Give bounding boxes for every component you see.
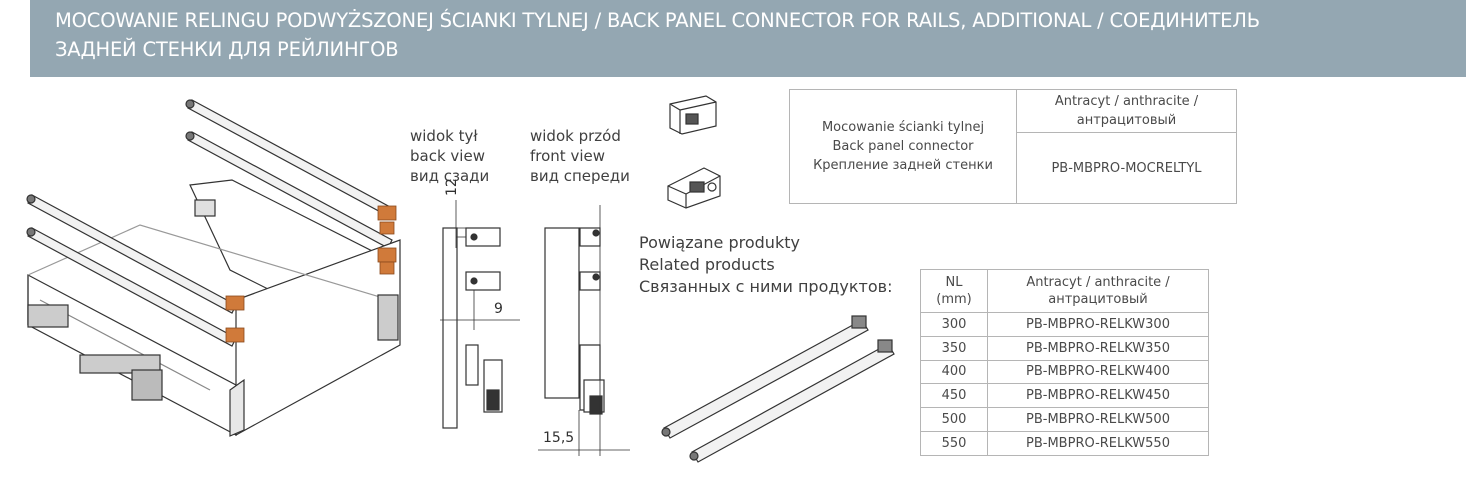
table-row: 400 PB-MBPRO-RELKW400 (920, 359, 1209, 385)
connector-icon-top (669, 95, 717, 135)
rails-color-header: Antracyt / anthracite / антрацитовый (987, 269, 1209, 313)
rails-code-cell: PB-MBPRO-RELKW500 (987, 407, 1209, 432)
rails-nl-header: NL (mm) (920, 269, 988, 313)
related-rails-drawing (661, 315, 895, 463)
table-row: 550 PB-MBPRO-RELKW550 (920, 430, 1209, 456)
connector-table: Mocowanie ścianki tylnej Back panel conn… (789, 89, 1237, 204)
rails-code-cell: PB-MBPRO-RELKW300 (987, 312, 1209, 337)
rails-nl-cell: 400 (920, 359, 988, 385)
rails-table: NL (mm) Antracyt / anthracite / антрацит… (920, 269, 1209, 456)
table-row: 350 PB-MBPRO-RELKW350 (920, 335, 1209, 361)
connector-color-header: Antracyt / anthracite / антрацитовый (1016, 89, 1237, 133)
header-title-line2: ЗАДНЕЙ СТЕНКИ ДЛЯ РЕЙЛИНГОВ (55, 38, 399, 61)
header-banner: MOCOWANIE RELINGU PODWYŻSZONEJ ŚCIANKI T… (30, 0, 1466, 77)
rails-nl-cell: 350 (920, 335, 988, 361)
drawer-illustration (26, 99, 401, 437)
back-view-drawing (440, 200, 520, 429)
rails-code-cell: PB-MBPRO-RELKW550 (987, 430, 1209, 456)
rails-code-cell: PB-MBPRO-RELKW450 (987, 383, 1209, 409)
table-row: 300 PB-MBPRO-RELKW300 (920, 312, 1209, 337)
table-row: 500 PB-MBPRO-RELKW500 (920, 407, 1209, 432)
rails-nl-cell: 500 (920, 407, 988, 432)
dimension-side: 9 (494, 301, 503, 317)
table-row: 450 PB-MBPRO-RELKW450 (920, 383, 1209, 409)
connector-code-cell: PB-MBPRO-MOCRELTYL (1016, 132, 1237, 204)
upper-rails (185, 99, 393, 249)
rails-code-cell: PB-MBPRO-RELKW350 (987, 335, 1209, 361)
rails-nl-cell: 450 (920, 383, 988, 409)
back-view-label: widok tył back view вид сзади (410, 127, 490, 185)
dimension-top: 12 (444, 178, 460, 196)
front-view-label: widok przód front view вид спереди (530, 127, 630, 185)
header-title-line1: MOCOWANIE RELINGU PODWYŻSZONEJ ŚCIANKI T… (55, 9, 1260, 32)
related-products-label: Powiązane produkty Related products Связ… (639, 233, 893, 296)
dimension-bottom: 15,5 (543, 430, 575, 446)
rails-nl-cell: 550 (920, 430, 988, 456)
front-view-drawing (538, 205, 630, 456)
connectors-highlight (225, 205, 397, 343)
connector-name-cell: Mocowanie ścianki tylnej Back panel conn… (789, 89, 1017, 204)
rails-nl-cell: 300 (920, 312, 988, 337)
rails-code-cell: PB-MBPRO-RELKW400 (987, 359, 1209, 385)
connector-icon-bottom (667, 167, 721, 209)
